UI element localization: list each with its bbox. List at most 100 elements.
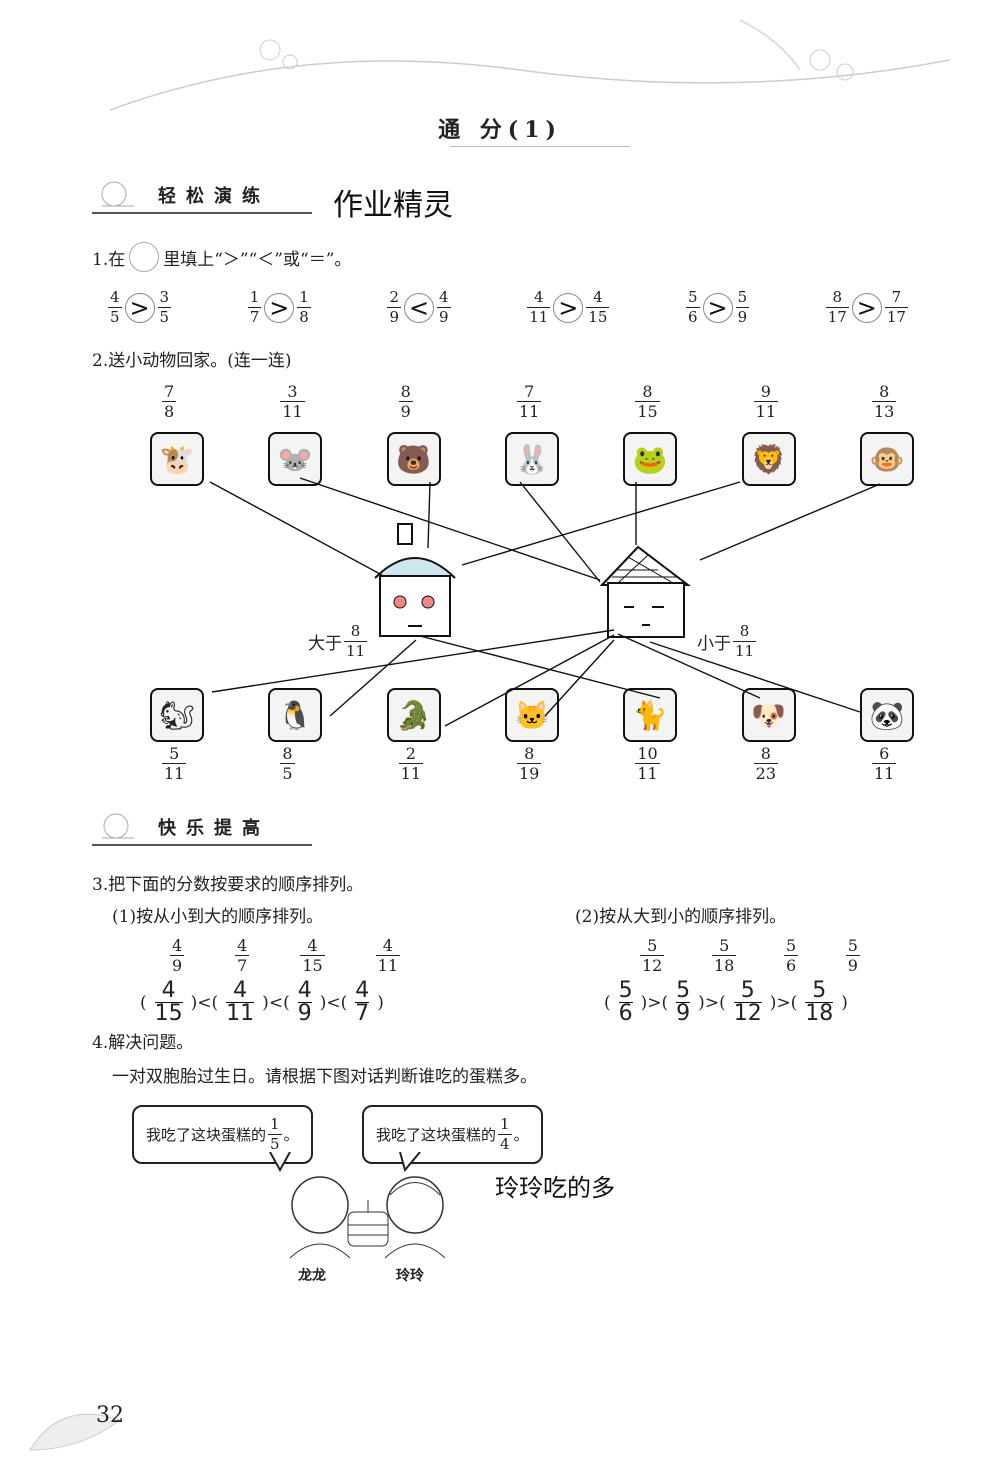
denominator: 9 — [398, 401, 413, 421]
numerator: 4 — [307, 936, 318, 955]
denominator: 11 — [517, 401, 542, 421]
numerator: 5 — [847, 936, 858, 955]
dog-icon[interactable]: 🐶 — [741, 688, 796, 742]
denominator: 8 — [297, 307, 311, 326]
q2-prompt: 2.送小动物回家。(连一连) — [92, 351, 292, 371]
paren-open: ( — [661, 992, 669, 1013]
comparison-sign[interactable]: < — [404, 292, 435, 323]
q3-part2-label: (2)按从大到小的顺序排列。 — [575, 907, 787, 927]
lion-icon[interactable]: 🦁 — [741, 432, 796, 486]
mouse-icon[interactable]: 🐭 — [268, 432, 323, 486]
order-sign: > — [776, 992, 791, 1013]
denominator: 8 — [162, 401, 177, 421]
numerator: 8 — [879, 382, 890, 401]
denominator: 9 — [676, 1001, 691, 1026]
paren-close: ) — [262, 992, 269, 1013]
house-greater-icon — [374, 523, 456, 637]
numerator: 7 — [164, 382, 175, 401]
q1-prompt: 1.在 里填上“＞”“＜”或“＝”。 — [92, 242, 351, 272]
numerator: 3 — [287, 382, 298, 401]
denominator: 9 — [845, 955, 860, 975]
q4-handwritten-answer: 玲玲吃的多 — [495, 1174, 615, 1202]
page-title: 通 分(1) — [438, 117, 562, 143]
cat-icon[interactable]: 🐱 — [505, 688, 559, 742]
order-sign: < — [197, 992, 212, 1013]
cow-icon[interactable]: 🐮 — [150, 432, 204, 486]
q3-part1-label: (1)按从小到大的顺序排列。 — [112, 907, 324, 927]
bottom-animal-row: 🐿 🐧 🐊 🐱 🐈 🐶 🐼 — [150, 688, 914, 742]
denominator: 9 — [170, 955, 185, 975]
paren-open: ( — [140, 992, 147, 1013]
crocodile-icon[interactable]: 🐊 — [386, 688, 441, 742]
rabbit-icon[interactable]: 🐰 — [505, 432, 559, 486]
line-monkey-less — [699, 483, 881, 561]
denominator: 18 — [711, 955, 737, 975]
numerator: 8 — [832, 288, 843, 306]
frog-icon[interactable]: 🐸 — [623, 432, 678, 486]
numerator: 8 — [524, 744, 535, 763]
cats-icon[interactable]: 🐈 — [623, 688, 678, 742]
comparison-sign[interactable]: > — [702, 292, 733, 323]
denominator: 15 — [154, 1001, 183, 1026]
numerator: 4 — [593, 288, 603, 306]
numerator: 1 — [249, 288, 260, 306]
numerator: 5 — [737, 288, 748, 306]
penguin-icon[interactable]: 🐧 — [268, 688, 323, 742]
monkey-icon[interactable]: 🐵 — [860, 432, 914, 486]
section-practice-header: 轻松演练 — [92, 178, 312, 214]
denominator: 17 — [884, 307, 908, 326]
numerator: 4 — [382, 936, 393, 955]
numerator: 5 — [647, 936, 658, 955]
twin-name-left: 龙龙 — [298, 1268, 326, 1284]
denominator: 7 — [355, 1001, 370, 1026]
paren-close: ) — [377, 992, 384, 1013]
denominator: 11 — [375, 955, 400, 975]
denominator: 6 — [618, 1001, 633, 1026]
numerator: 8 — [282, 744, 293, 763]
numerator: 4 — [439, 288, 449, 306]
numerator: 5 — [785, 936, 797, 955]
header-ornament — [109, 19, 951, 111]
paren-close: ) — [769, 992, 777, 1013]
denominator: 5 — [157, 307, 172, 326]
answer-circle-icon — [129, 242, 160, 272]
leaf-decoration-icon — [29, 1413, 122, 1451]
panda-icon[interactable]: 🐼 — [860, 688, 914, 742]
comparison-sign[interactable]: > — [124, 292, 155, 323]
denominator: 9 — [387, 307, 402, 326]
order-sign: < — [268, 992, 284, 1013]
q4-prompt: 4.解决问题。 — [92, 1033, 194, 1053]
squirrel-icon[interactable]: 🐿 — [150, 688, 204, 742]
numerator: 8 — [642, 382, 653, 401]
comparison-sign[interactable]: > — [553, 292, 584, 323]
comparison-sign[interactable]: > — [264, 292, 295, 323]
comparison-sign[interactable]: > — [851, 292, 882, 323]
numerator: 2 — [405, 744, 416, 763]
numerator: 7 — [891, 288, 902, 306]
title-underline — [450, 146, 630, 147]
bear-icon[interactable]: 🐻 — [386, 432, 441, 486]
denominator: 9 — [735, 307, 750, 326]
numerator: 1 — [299, 288, 309, 306]
numerator: 5 — [688, 288, 698, 306]
